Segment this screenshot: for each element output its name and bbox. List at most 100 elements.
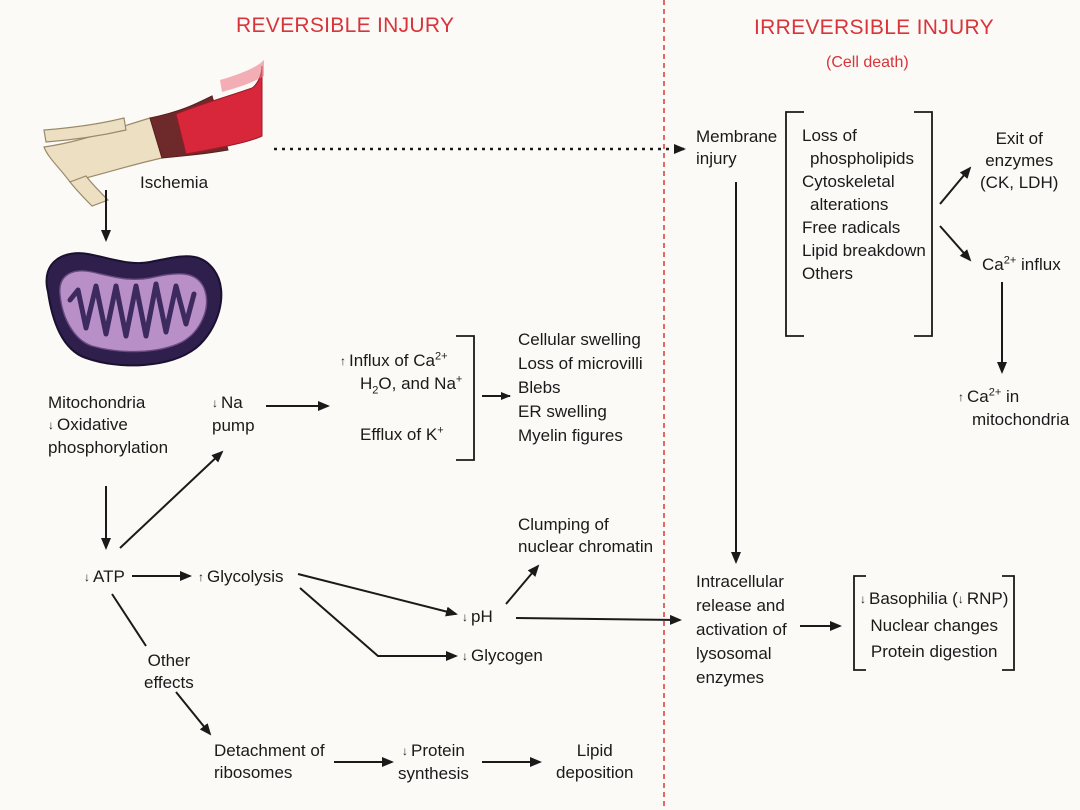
label-basophilia-a: Basophilia (	[869, 589, 958, 608]
label-influx-sup: 2+	[435, 350, 448, 363]
label-na-line: ↓Na	[212, 392, 255, 415]
up-arrow-influx: ↑	[340, 354, 346, 368]
label-protein-line-1: ↓Protein	[398, 740, 469, 763]
label-oxidative-text: Oxidative	[57, 415, 128, 434]
label-ph-text: pH	[471, 607, 493, 626]
header-cell-death: (Cell death)	[826, 54, 909, 71]
label-detach-line-1: Detachment of	[214, 741, 325, 760]
swelling-item-4: Myelin figures	[518, 426, 623, 445]
arrow-membrane-to-ca-influx	[939, 225, 972, 262]
label-h: H	[360, 374, 373, 393]
label-efflux: Efflux of K+	[360, 424, 444, 446]
membrane-item-2: Cytoskeletal	[802, 172, 895, 191]
intracellular-item-0: Intracellular	[696, 572, 784, 591]
label-protein-synthesis: ↓Protein synthesis	[398, 740, 469, 785]
arrow-atp-to-na	[119, 450, 224, 549]
arrow-ph-to-clumping	[505, 564, 540, 605]
label-atp: ↓ATP	[84, 566, 125, 589]
list-swelling-effects: Cellular swelling Loss of microvilli Ble…	[518, 328, 643, 448]
label-ca-influx: Ca2+ influx	[982, 254, 1061, 276]
arrow-glycolysis-to-glycogen	[299, 587, 458, 661]
header-reversible-injury: REVERSIBLE INJURY	[236, 14, 455, 37]
label-protein-text: Protein	[411, 741, 465, 760]
down-arrow-na: ↓	[212, 396, 218, 410]
swelling-item-1: Loss of microvilli	[518, 354, 643, 373]
label-lipid-deposition: Lipid deposition	[556, 740, 634, 784]
membrane-item-0: Loss of	[802, 126, 857, 145]
label-influx-text: Influx of Ca	[349, 351, 435, 370]
label-clumping: Clumping of nuclear chromatin	[518, 514, 653, 558]
list-membrane-changes: Loss of phospholipids Cytoskeletal alter…	[802, 124, 926, 285]
list-nuclear-changes: ↓Basophilia (↓RNP) Nuclear changes Prote…	[860, 586, 1008, 665]
label-na-sup: +	[455, 373, 463, 386]
arrow-ph-to-intracellular	[515, 614, 682, 625]
label-mitochondria-line: Mitochondria	[48, 393, 146, 412]
swelling-item-0: Cellular swelling	[518, 330, 641, 349]
bracket-membrane-right	[914, 111, 933, 337]
label-nuclear-changes: Nuclear changes	[870, 616, 998, 635]
bracket-membrane-left	[785, 111, 804, 337]
membrane-item-3: alterations	[810, 195, 889, 214]
intracellular-item-1: release and	[696, 596, 785, 615]
arrow-other-to-detach	[175, 691, 212, 736]
label-membrane-injury: Membrane injury	[696, 126, 777, 170]
label-ca-influx-a: Ca	[982, 255, 1004, 274]
label-efflux-text: Efflux of K	[360, 425, 438, 444]
label-oxidative-line: ↓Oxidative	[48, 414, 168, 437]
intracellular-item-2: activation of	[696, 620, 787, 639]
up-arrow-glycolysis: ↑	[198, 570, 204, 584]
label-protein-digestion: Protein digestion	[870, 642, 998, 661]
membrane-item-6: Others	[802, 264, 854, 283]
down-arrow-glycogen: ↓	[462, 649, 468, 663]
arrow-membrane-to-exit	[939, 166, 972, 205]
label-membrane-line-2: injury	[696, 149, 737, 168]
down-arrow-basophilia: ↓	[860, 592, 866, 606]
label-other-line-2: effects	[144, 673, 194, 692]
label-atp-text: ATP	[93, 567, 125, 586]
label-water-na: O, and Na	[378, 374, 456, 393]
down-arrow-atp: ↓	[84, 570, 90, 584]
label-lipid-line-1: Lipid	[576, 741, 613, 760]
label-detach-line-2: ribosomes	[214, 763, 293, 782]
label-ca-mito-b: in	[1001, 387, 1020, 406]
label-ca-mito-sup: 2+	[988, 386, 1002, 399]
down-arrow-protein: ↓	[402, 744, 408, 758]
label-detachment: Detachment of ribosomes	[214, 740, 325, 784]
arrow-atp-to-other	[111, 593, 147, 647]
label-exit-line-2: enzymes	[985, 151, 1054, 170]
header-irreversible-injury: IRREVERSIBLE INJURY	[754, 16, 994, 39]
label-influx-line-2: H2O, and Na+	[340, 373, 463, 396]
label-glycolysis: ↑Glycolysis	[198, 566, 284, 589]
label-influx: ↑Influx of Ca2+ H2O, and Na+	[340, 350, 463, 396]
label-other-line-1: Other	[147, 651, 191, 670]
label-phosphorylation-line: phosphorylation	[48, 438, 169, 457]
label-intracellular-release: Intracellular release and activation of …	[696, 570, 787, 690]
label-exit-line-3: (CK, LDH)	[980, 173, 1059, 192]
label-na-text: Na	[221, 393, 243, 412]
label-ca-mito-line-1: ↑Ca2+ in	[958, 386, 1069, 409]
down-arrow-rnp: ↓	[957, 592, 964, 606]
swelling-item-2: Blebs	[518, 378, 561, 397]
label-clumping-line-1: Clumping of	[518, 515, 609, 534]
label-exit-enzymes: Exit of enzymes (CK, LDH)	[980, 128, 1058, 194]
label-ca-mito-line-2: mitochondria	[972, 410, 1070, 429]
label-ca-mitochondria: ↑Ca2+ in mitochondria	[958, 386, 1069, 431]
intracellular-item-4: enzymes	[696, 668, 765, 687]
up-arrow-ca-mito: ↑	[958, 390, 964, 404]
label-membrane-line-1: Membrane	[696, 127, 778, 146]
label-basophilia-line: ↓Basophilia (↓RNP)	[860, 586, 1008, 613]
membrane-item-5: Lipid breakdown	[802, 241, 926, 260]
label-ph: ↓pH	[462, 606, 493, 629]
membrane-item-1: phospholipids	[810, 149, 914, 168]
label-glycogen: ↓Glycogen	[462, 645, 543, 668]
intracellular-item-3: lysosomal	[696, 644, 772, 663]
bracket-influx	[456, 335, 475, 461]
down-arrow-oxidative: ↓	[48, 418, 54, 432]
label-other-effects: Other effects	[144, 650, 194, 694]
membrane-item-4: Free radicals	[802, 218, 901, 237]
swelling-item-3: ER swelling	[518, 402, 607, 421]
bracket-nuclear-left	[853, 575, 866, 671]
label-protein-line-2: synthesis	[398, 764, 469, 783]
label-pump-line: pump	[212, 416, 255, 435]
